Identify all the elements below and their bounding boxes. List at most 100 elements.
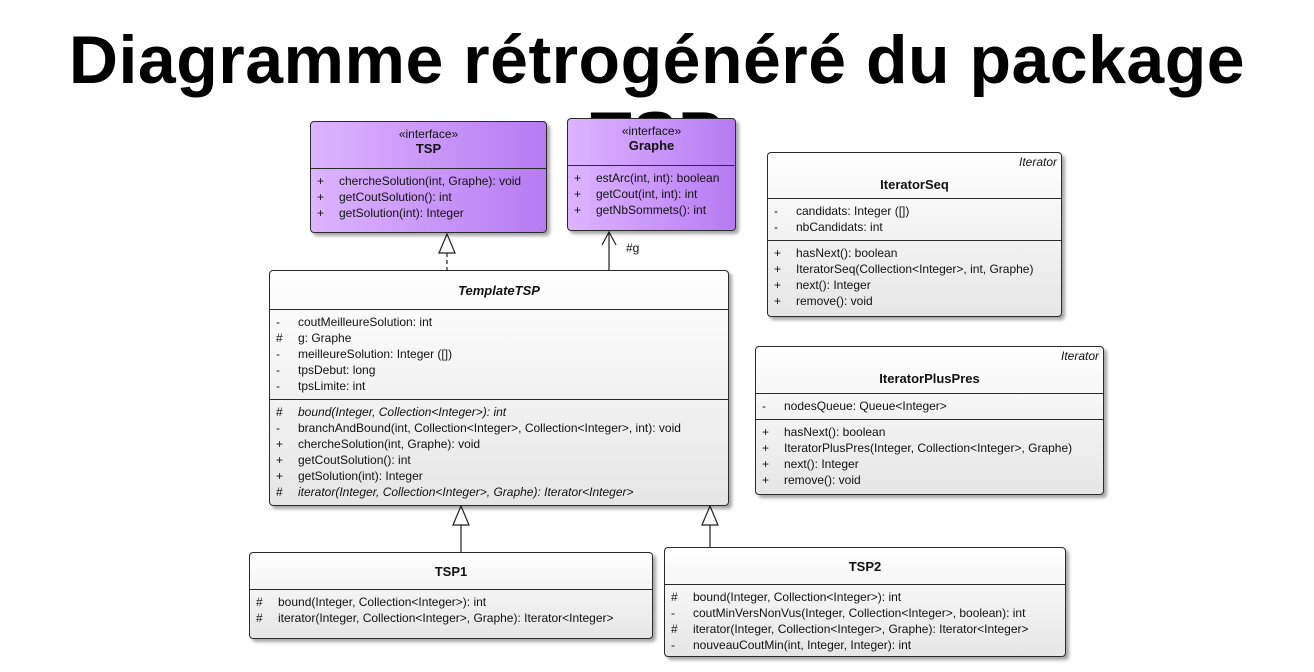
method-text: IteratorPlusPres(Integer, Collection<Int… <box>784 441 1073 455</box>
visibility: # <box>256 595 263 609</box>
visibility: - <box>276 363 280 377</box>
method-row: +IteratorPlusPres(Integer, Collection<In… <box>756 440 1103 456</box>
interface-tsp[interactable]: «interface» TSP +chercheSolution(int, Gr… <box>310 121 547 233</box>
method-row: + IteratorSeq(Collection<Integer>, int, G… <box>768 261 1061 277</box>
class-tsp2[interactable]: TSP2 #bound(Integer, Collection<Integer>… <box>664 547 1066 657</box>
stereotype: «interface» <box>398 127 459 141</box>
method-row: + getSolution(int): Integer <box>311 205 546 221</box>
visibility: + <box>762 457 770 471</box>
visibility: + <box>774 246 782 260</box>
method-text: coutMinVersNonVus(Integer, Collection<In… <box>693 606 1026 620</box>
class-templatetsp[interactable]: TemplateTSP -coutMeilleureSolution: int … <box>269 270 729 506</box>
attributes-section: - candidats: Integer ([]) - nbCandidats: i… <box>768 198 1061 240</box>
method-text: remove(): void <box>796 294 873 308</box>
attributes-section: -nodesQueue: Queue<Integer> <box>756 393 1103 419</box>
visibility: # <box>276 331 283 345</box>
method-row: + estArc(int, int): boolean <box>568 170 735 186</box>
method-row: +chercheSolution(int, Graphe): void <box>311 173 546 189</box>
method-text: hasNext(): boolean <box>784 425 886 439</box>
association-label: #g <box>626 241 640 255</box>
class-name: TSP2 <box>848 559 882 574</box>
method-row: + getCout(int, int): int <box>568 186 735 202</box>
method-row: - nouveauCoutMin(int, Integer, Integer): … <box>665 637 1065 653</box>
method-text: getSolution(int): Integer <box>339 206 464 220</box>
visibility: + <box>774 278 782 292</box>
attribute-text: nbCandidats: int <box>796 220 883 234</box>
method-text: next(): Integer <box>796 278 871 292</box>
class-tsp1[interactable]: TSP1 #bound(Integer, Collection<Integer>… <box>249 552 653 639</box>
visibility: - <box>774 220 778 234</box>
visibility: + <box>276 469 284 483</box>
generalization-arrowhead-tsp2 <box>701 504 719 526</box>
stereotype: «interface» <box>621 124 682 138</box>
visibility: + <box>276 453 284 467</box>
methods-section: + hasNext(): boolean + IteratorSeq(Collect… <box>768 240 1061 314</box>
method-row: #bound(Integer, Collection<Integer>): in… <box>250 594 652 610</box>
visibility: # <box>256 611 263 625</box>
visibility: - <box>276 379 280 393</box>
attribute-row: -meilleureSolution: Integer ([]) <box>270 346 728 362</box>
attribute-text: candidats: Integer ([]) <box>796 204 910 218</box>
attribute-text: coutMeilleureSolution: int <box>298 315 433 329</box>
class-header: Iterator IteratorSeq <box>768 153 1061 198</box>
attributes-section: -coutMeilleureSolution: int #g: Graphe -… <box>270 309 728 399</box>
methods-section: #bound(Integer, Collection<Integer>): in… <box>665 584 1065 658</box>
method-row: # iterator(Integer, Collection<Integer>, … <box>665 621 1065 637</box>
method-row: +remove(): void <box>756 472 1103 488</box>
class-header: TemplateTSP <box>270 271 728 309</box>
attribute-text: meilleureSolution: Integer ([]) <box>298 347 453 361</box>
attribute-text: tpsLimite: int <box>298 379 366 393</box>
class-name: TSP1 <box>434 564 468 579</box>
method-row: +chercheSolution(int, Graphe): void <box>270 436 728 452</box>
realization-arrowhead <box>438 232 456 254</box>
method-row: + next(): Integer <box>756 456 1103 472</box>
association-arrowhead <box>601 230 617 246</box>
method-text: iterator(Integer, Collection<Integer>, G… <box>298 485 634 499</box>
method-row: #bound(Integer, Collection<Integer>): in… <box>270 404 728 420</box>
method-row: + next(): Integer <box>768 277 1061 293</box>
visibility: + <box>574 171 582 185</box>
method-row: #iterator(Integer, Collection<Integer>, … <box>250 610 652 626</box>
method-row: +getCoutSolution(): int <box>270 452 728 468</box>
visibility: - <box>774 204 778 218</box>
method-text: chercheSolution(int, Graphe): void <box>339 174 522 188</box>
method-text: next(): Integer <box>784 457 859 471</box>
attribute-text: tpsDebut: long <box>298 363 376 377</box>
class-name: TemplateTSP <box>458 283 540 298</box>
method-text: IteratorSeq(Collection<Integer>, int, Gr… <box>796 262 1034 276</box>
visibility: + <box>774 262 782 276</box>
method-row: - coutMinVersNonVus(Integer, Collection<I… <box>665 605 1065 621</box>
method-text: nouveauCoutMin(int, Integer, Integer): i… <box>693 638 912 652</box>
visibility: + <box>762 425 770 439</box>
visibility: + <box>276 437 284 451</box>
method-text: getSolution(int): Integer <box>298 469 423 483</box>
methods-section: #bound(Integer, Collection<Integer>): in… <box>270 399 728 505</box>
visibility: - <box>671 638 675 652</box>
method-text: branchAndBound(int, Collection<Integer>,… <box>298 421 681 435</box>
method-text: hasNext(): boolean <box>796 246 898 260</box>
method-row: +remove(): void <box>768 293 1061 309</box>
interface-graphe[interactable]: «interface» Graphe +estArc(int, int): bo… <box>567 118 736 231</box>
methods-section: +hasNext(): boolean +IteratorPlusPres(In… <box>756 419 1103 493</box>
method-text: estArc(int, int): boolean <box>596 171 720 185</box>
class-iteratorpluspres[interactable]: Iterator IteratorPlusPres -nodesQueue: Q… <box>755 346 1104 495</box>
class-iteratorseq[interactable]: Iterator IteratorSeq - candidats: Integer… <box>767 152 1062 317</box>
attribute-row: - tpsDebut: long <box>270 362 728 378</box>
method-text: iterator(Integer, Collection<Integer>, G… <box>693 622 1029 636</box>
visibility: - <box>671 606 675 620</box>
attribute-row: - candidats: Integer ([]) <box>768 203 1061 219</box>
visibility: + <box>317 206 325 220</box>
attribute-row: -nodesQueue: Queue<Integer> <box>756 398 1103 414</box>
visibility: + <box>317 190 325 204</box>
methods-section: + estArc(int, int): boolean + getCout(int,… <box>568 165 735 223</box>
method-text: getCout(int, int): int <box>596 187 698 201</box>
class-name: TSP <box>415 141 442 156</box>
superclass-label: Iterator <box>1018 155 1057 169</box>
visibility: # <box>276 485 283 499</box>
visibility: # <box>671 622 678 636</box>
visibility: + <box>574 187 582 201</box>
superclass-label: Iterator <box>1060 349 1099 363</box>
visibility: - <box>276 315 280 329</box>
method-row: +getNbSommets(): int <box>568 202 735 218</box>
attribute-row: - coutMeilleureSolution: int <box>270 314 728 330</box>
